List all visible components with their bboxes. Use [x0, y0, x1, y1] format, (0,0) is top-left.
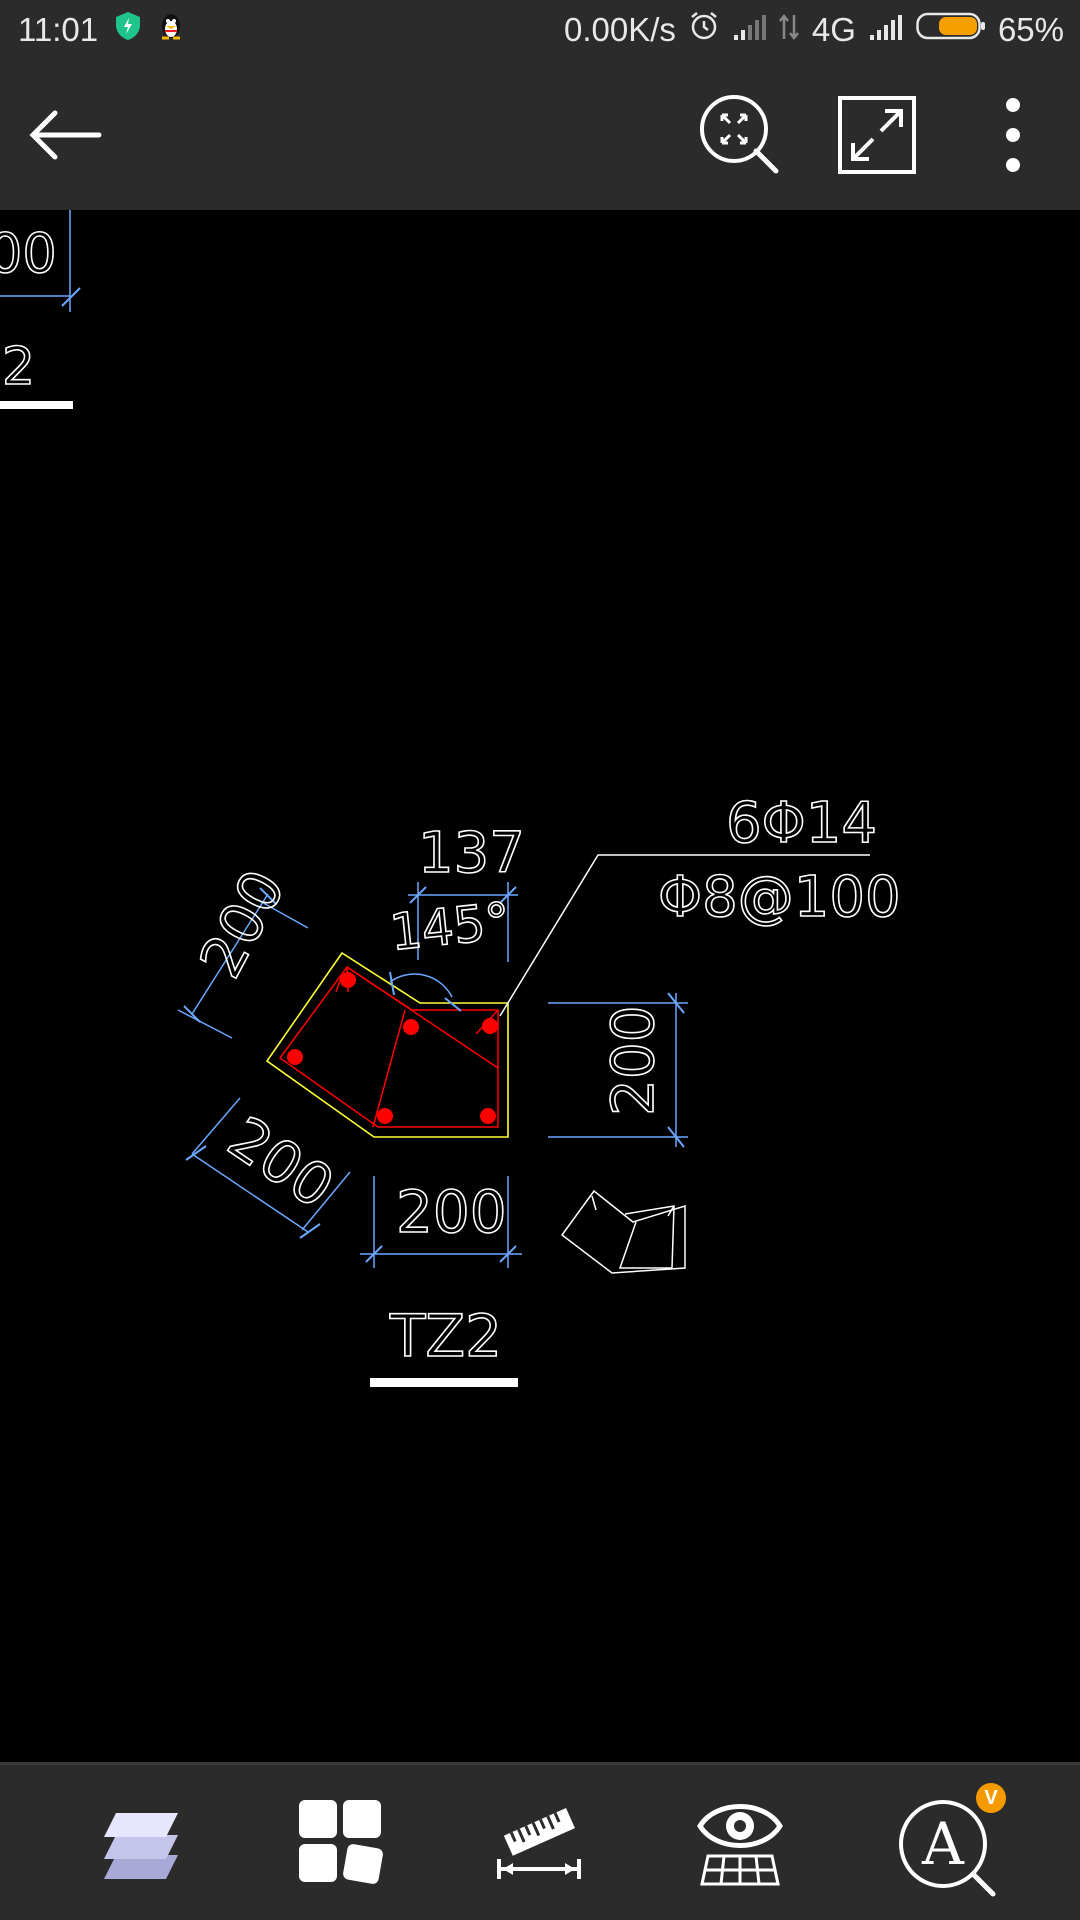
alarm-icon: [688, 10, 720, 50]
column-outline: [265, 951, 509, 1138]
fullscreen-button[interactable]: [832, 90, 922, 180]
fullscreen-icon: [838, 96, 916, 174]
dim-left-text: 200: [186, 859, 298, 989]
layouts-button[interactable]: [282, 1785, 392, 1895]
network-speed: 0.00K/s: [563, 11, 676, 48]
drawing-canvas[interactable]: 00 2: [0, 210, 1080, 1762]
qq-penguin-icon: [158, 11, 184, 49]
svg-text:A: A: [921, 1810, 965, 1878]
dim-right-text: 200: [599, 1005, 667, 1116]
signal-icon: [732, 11, 766, 49]
layers-icon: [103, 1813, 178, 1879]
top-toolbar: [0, 60, 1080, 210]
dim-bottom-text: 200: [396, 1178, 507, 1246]
angle-tick-left: [389, 971, 395, 996]
back-button[interactable]: [20, 95, 110, 175]
cad-drawing[interactable]: 00 2: [0, 210, 1080, 1762]
partial-section-label: 2: [2, 337, 35, 397]
angle-tick-right: [444, 997, 462, 1012]
status-bar: 11:01 0.00K/s 4G 65%: [0, 0, 1080, 60]
measure-button[interactable]: [484, 1785, 594, 1895]
view-eye-icon: [697, 1804, 783, 1886]
section-name: TZ2: [389, 1302, 502, 1370]
layouts-icon: [299, 1800, 383, 1884]
rebars: [287, 972, 498, 1124]
text-search-icon: A: [899, 1800, 996, 1897]
dimension-top: [408, 882, 518, 962]
zoom-extents-button[interactable]: [695, 90, 785, 180]
vip-badge: V: [976, 1783, 1006, 1813]
dimension-right: [548, 992, 688, 1148]
measure-ruler-icon: [497, 1808, 581, 1879]
angle-arc: [389, 973, 453, 998]
stirrup-detail: [560, 1189, 686, 1274]
view-button[interactable]: [685, 1785, 795, 1895]
partial-dim-text: 00: [0, 222, 57, 285]
text-search-button[interactable]: A V: [886, 1783, 1006, 1903]
dim-top-text: 137: [418, 821, 525, 886]
dim-bottom-left-text: 200: [216, 1103, 346, 1221]
battery-percent: 65%: [997, 11, 1064, 48]
more-vertical-icon: [1006, 98, 1020, 172]
section-name-underline: [370, 1378, 518, 1387]
more-button[interactable]: [985, 90, 1041, 180]
status-time: 11:01: [18, 11, 99, 48]
dimension-left: [177, 887, 309, 1039]
bottom-toolbar: A V: [0, 1762, 1080, 1920]
back-arrow-icon: [29, 110, 102, 160]
stirrups: [278, 965, 499, 1128]
battery-icon: [916, 11, 986, 49]
rebar-main-text: 6Φ14: [726, 791, 877, 856]
signal-icon-2: [868, 11, 904, 49]
dimension-bottom: [360, 1176, 522, 1268]
partial-dimension: 00: [0, 210, 81, 312]
shield-icon: [114, 11, 142, 49]
zoom-extents-icon: [700, 95, 779, 174]
rebar-stirrup-text: Φ8@100: [658, 865, 901, 930]
rebar-leader: [499, 854, 870, 1017]
partial-section-underline: [0, 401, 73, 409]
dimension-bottom-left: [185, 1097, 351, 1239]
layers-button[interactable]: [88, 1785, 193, 1895]
angle-text: 145°: [387, 892, 513, 962]
data-transfer-icon: [778, 11, 800, 49]
network-type: 4G: [811, 11, 856, 48]
